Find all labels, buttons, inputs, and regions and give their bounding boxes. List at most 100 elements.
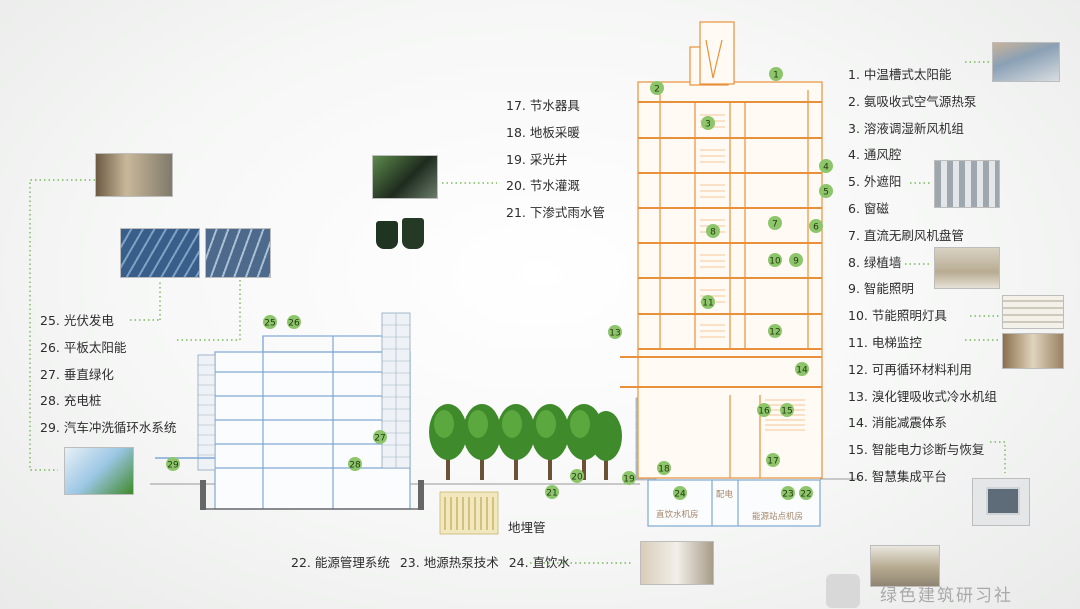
svg-text:27: 27 <box>374 434 385 444</box>
marker-12: 12 <box>768 324 782 338</box>
marker-16: 16 <box>757 403 771 417</box>
legend-item: 10. 节能照明灯具 <box>848 308 947 324</box>
legend-item: 1. 中温槽式太阳能 <box>848 67 952 82</box>
svg-text:24: 24 <box>674 490 686 500</box>
svg-text:6: 6 <box>813 223 819 233</box>
legend-item: 3. 溶液调湿新风机组 <box>848 120 964 136</box>
marker-2: 2 <box>650 81 664 95</box>
marker-10: 10 <box>768 253 782 267</box>
marker-8: 8 <box>706 224 720 238</box>
legend-item: 2. 氨吸收式空气源热泵 <box>848 93 977 109</box>
legend-item: 29. 汽车冲洗循环水系统 <box>40 420 177 436</box>
legend-item: 15. 智能电力诊断与恢复 <box>848 442 985 458</box>
legend-item: 12. 可再循环材料利用 <box>848 361 972 377</box>
elevator-photo <box>1002 333 1064 369</box>
room-label-water: 直饮水机房 <box>656 510 699 520</box>
legend-item: 8. 绿植墙 <box>848 254 902 270</box>
svg-text:9: 9 <box>793 257 799 267</box>
svg-text:7: 7 <box>772 220 778 230</box>
svg-text:17: 17 <box>767 457 778 467</box>
svg-text:26: 26 <box>288 319 300 329</box>
legend-item: 13. 溴化锂吸收式冷水机组 <box>848 388 997 404</box>
legend-top: 17. 节水器具 18. 地板采暖 19. 采光井 20. 节水灌溉 21. 下… <box>506 93 605 227</box>
legend-item: 17. 节水器具 <box>506 98 580 113</box>
room-label-small: 配电 <box>716 490 734 500</box>
legend-item: 16. 智慧集成平台 <box>848 468 947 484</box>
svg-text:11: 11 <box>702 299 713 309</box>
svg-text:3: 3 <box>705 120 711 130</box>
svg-text:18: 18 <box>658 465 670 475</box>
svg-text:20: 20 <box>571 473 583 483</box>
marker-15: 15 <box>780 403 794 417</box>
svg-text:25: 25 <box>264 319 275 329</box>
low-building <box>214 335 411 510</box>
pv-panel-photo <box>120 228 200 278</box>
flat-solar-photo <box>205 228 271 278</box>
marker-27: 27 <box>373 430 387 444</box>
legend-bottom: 22. 能源管理系统 23. 地源热泵技术 24. 直饮水 <box>291 552 576 571</box>
shading-facade-photo <box>934 160 1000 208</box>
svg-text:15: 15 <box>781 407 792 417</box>
marker-28: 28 <box>348 457 362 471</box>
room-label-energy: 能源站点机房 <box>752 512 804 522</box>
marker-6: 6 <box>809 219 823 233</box>
rainwater-pipe-icon <box>376 221 398 249</box>
svg-text:23: 23 <box>782 490 793 500</box>
legend-item: 6. 窗磁 <box>848 200 889 216</box>
legend-item: 14. 消能减震体系 <box>848 415 947 431</box>
svg-text:4: 4 <box>823 163 829 173</box>
svg-text:14: 14 <box>796 366 808 376</box>
ground-pipe <box>439 491 499 535</box>
watermark-logo-icon <box>826 574 860 608</box>
marker-4: 4 <box>819 159 833 173</box>
legend-item: 27. 垂直绿化 <box>40 366 114 382</box>
marker-29: 29 <box>166 457 180 471</box>
feature-markers: 1 2 3 4 5 6 7 8 9 10 11 12 13 14 15 16 1… <box>166 67 833 500</box>
legend-item: 19. 采光井 <box>506 151 568 167</box>
svg-text:19: 19 <box>623 475 635 485</box>
svg-text:28: 28 <box>349 461 361 471</box>
marker-26: 26 <box>287 315 301 329</box>
marker-17: 17 <box>766 453 780 467</box>
marker-22: 22 <box>799 486 813 500</box>
legend-item: 18. 地板采暖 <box>506 124 580 140</box>
svg-text:13: 13 <box>609 329 620 339</box>
marker-11: 11 <box>701 295 715 309</box>
legend-item: 20. 节水灌溉 <box>506 178 580 194</box>
marker-7: 7 <box>768 216 782 230</box>
svg-text:16: 16 <box>758 407 770 417</box>
vertical-green-photo <box>95 153 173 197</box>
marker-21: 21 <box>545 485 559 499</box>
ground-pipe-label: 地埋管 <box>508 520 546 535</box>
svg-text:12: 12 <box>769 328 780 338</box>
svg-text:1: 1 <box>773 71 779 81</box>
drinking-water-photo <box>640 541 714 585</box>
svg-text:10: 10 <box>769 257 781 267</box>
marker-23: 23 <box>781 486 795 500</box>
legend-item: 26. 平板太阳能 <box>40 339 127 355</box>
energy-room-photo <box>870 545 940 587</box>
green-wall-photo <box>934 247 1000 289</box>
legend-right: 1. 中温槽式太阳能 2. 氨吸收式空气源热泵 3. 溶液调湿新风机组 4. 通… <box>848 62 997 491</box>
tree-row <box>429 404 622 480</box>
marker-20: 20 <box>570 469 584 483</box>
legend-item: 24. 直饮水 <box>508 555 571 570</box>
watermark-text: 绿色建筑研习社 <box>880 586 1013 606</box>
legend-item: 9. 智能照明 <box>848 281 914 297</box>
svg-text:22: 22 <box>800 490 811 500</box>
marker-19: 19 <box>622 471 636 485</box>
legend-item: 11. 电梯监控 <box>848 334 922 350</box>
svg-text:21: 21 <box>546 489 557 499</box>
water-fixture-photo <box>372 155 438 199</box>
legend-item: 4. 通风腔 <box>848 147 902 163</box>
marker-1: 1 <box>769 67 783 81</box>
legend-item: 21. 下渗式雨水管 <box>506 205 605 221</box>
legend-item: 28. 充电桩 <box>40 393 102 409</box>
marker-3: 3 <box>701 116 715 130</box>
svg-text:2: 2 <box>654 85 660 95</box>
legend-item: 7. 直流无刷风机盘管 <box>848 227 964 243</box>
legend-item: 22. 能源管理系统 <box>291 555 390 570</box>
platform-screen-display <box>986 487 1020 515</box>
rainwater-pipe-icon-2 <box>402 218 424 249</box>
leader-lines <box>29 61 1006 564</box>
